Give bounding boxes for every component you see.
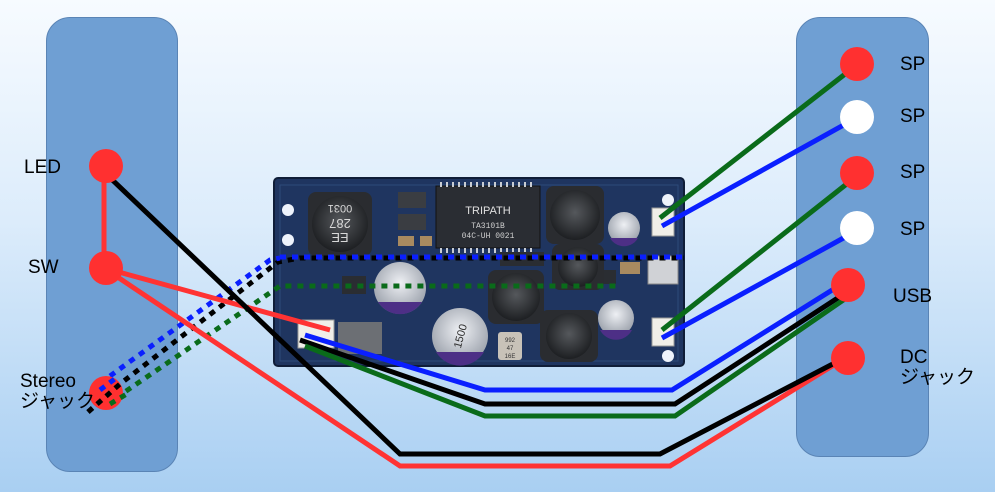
- inductor-top-right: [546, 186, 604, 244]
- mount-hole: [282, 204, 294, 216]
- label-sp-4: SP: [900, 219, 926, 240]
- terminal-sp-2: [840, 100, 874, 134]
- wire-sp3: [660, 173, 860, 332]
- terminal-sp-3: [840, 156, 874, 190]
- inductor-left-line-1: EE: [331, 230, 349, 245]
- small-capacitor-block: 992 47 16E: [498, 332, 522, 360]
- terminal-sw: [89, 251, 123, 285]
- amp-chip: TRIPATH TA3101B 04C-UH 0021: [435, 182, 541, 253]
- label-sp-1: SP: [900, 54, 926, 75]
- label-sp-2: SP: [900, 106, 926, 127]
- label-usb: USB: [893, 286, 933, 307]
- inductor-left-line-3: 0031: [328, 202, 352, 214]
- label-sw: SW: [28, 257, 59, 278]
- terminal-sp-4: [840, 211, 874, 245]
- wire-dc-red: [102, 265, 852, 469]
- wire-sp4: [660, 227, 860, 341]
- terminal-sp-1: [840, 47, 874, 81]
- label-dc-jack: DC ジャック: [900, 347, 976, 388]
- solid-wires: [101, 62, 860, 469]
- amplifier-board: EE 287 0031 TRIPATH TA3101B 04C-UH 0021: [273, 177, 685, 367]
- capacitor-small-lower-right: [598, 300, 634, 340]
- wire-sp2: [660, 114, 860, 229]
- terminal-dc-jack: [831, 341, 865, 375]
- label-sp-3: SP: [900, 162, 926, 183]
- capacitor-small-right: [608, 212, 640, 247]
- mount-hole: [282, 234, 294, 246]
- label-stereo-jack: Stereo ジャック: [20, 371, 96, 412]
- inductor-lower-right: [540, 310, 598, 362]
- inductor-left: EE 287 0031: [308, 192, 372, 256]
- capacitor-purple-left: [374, 262, 426, 315]
- terminal-led: [89, 149, 123, 183]
- inductor-left-line-2: 287: [329, 216, 351, 231]
- wire-usb-green: [304, 289, 857, 419]
- svg-text:16E: 16E: [505, 354, 516, 360]
- chip-line-1: TA3101B: [471, 222, 505, 231]
- capacitor-purple-center: 1500: [432, 308, 488, 366]
- wire-usb-blue: [304, 279, 847, 393]
- inductor-middle-right: [552, 244, 604, 290]
- wire-sw-board: [103, 265, 331, 333]
- svg-text:47: 47: [507, 346, 514, 352]
- inductor-lower-mid: [488, 270, 544, 324]
- wire-stereo-blue: [108, 255, 281, 379]
- wire-stereo-green: [114, 283, 620, 401]
- svg-text:992: 992: [505, 338, 516, 344]
- label-led: LED: [24, 157, 61, 178]
- chip-brand: TRIPATH: [465, 205, 510, 217]
- wire-sp1: [658, 62, 860, 220]
- mount-hole: [662, 350, 674, 362]
- mount-hole: [662, 194, 674, 206]
- terminal-usb: [831, 268, 865, 302]
- wire-usb-black: [299, 287, 852, 407]
- connector-usb: [647, 255, 679, 285]
- chip-line-2: 04C-UH 0021: [462, 232, 515, 241]
- wire-led-black: [102, 170, 852, 457]
